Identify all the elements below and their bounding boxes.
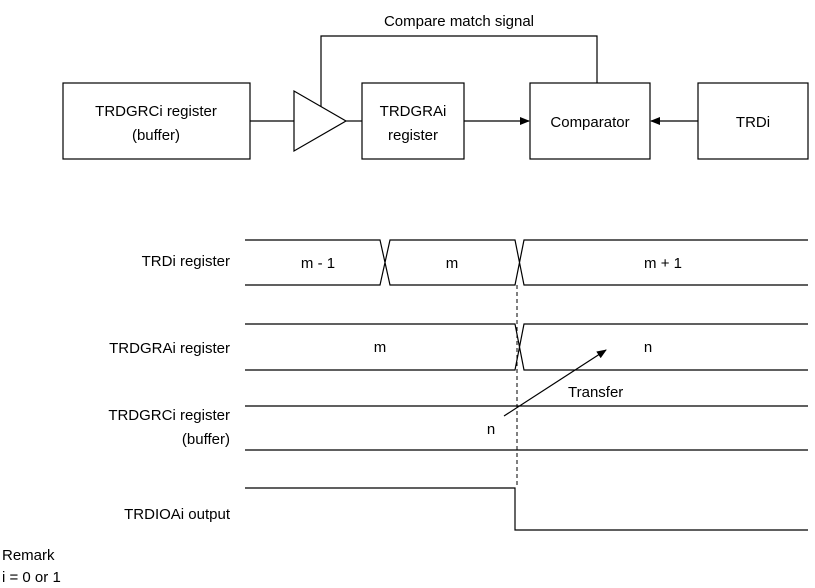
- timing-diagram: TRDi register m - 1 m m + 1 TRDGRAi regi…: [108, 239, 808, 531]
- comparator-box: [529, 82, 651, 160]
- remark-text: i = 0 or 1: [2, 569, 61, 586]
- trdgrai-box-line2: register: [388, 127, 438, 144]
- block-diagram: Compare match signal TRDGRCi register (b…: [62, 13, 809, 160]
- transfer-label: Transfer: [568, 384, 623, 401]
- trdgrai-register-bus: [245, 323, 808, 371]
- trdgrci-register-label-line1: TRDGRCi register: [108, 407, 230, 424]
- trdgrci-register-label-line2: (buffer): [182, 431, 230, 448]
- buffer-amplifier: [293, 89, 348, 153]
- trdgrci-value: n: [487, 421, 495, 438]
- trdgrai-box: [361, 82, 465, 160]
- transfer-arrow: [503, 349, 607, 417]
- trdi-value-3: m + 1: [644, 255, 682, 272]
- compare-match-signal-label: Compare match signal: [384, 13, 534, 30]
- trdgrci-box-line2: (buffer): [132, 127, 180, 144]
- trdi-value-1: m - 1: [301, 255, 335, 272]
- trdgrai-value-1: m: [374, 339, 387, 356]
- comparator-label: Comparator: [550, 114, 629, 131]
- trdi-box-label: TRDi: [736, 114, 770, 131]
- trdgrai-box-line1: TRDGRAi: [380, 103, 447, 120]
- trdioai-output-waveform: [245, 487, 808, 531]
- trdgrai-register-label: TRDGRAi register: [109, 340, 230, 357]
- trdioai-output-label: TRDIOAi output: [124, 506, 231, 523]
- remark-title: Remark: [2, 547, 55, 564]
- trdgrci-box-line1: TRDGRCi register: [95, 103, 217, 120]
- trdi-register-bus: [245, 239, 808, 286]
- compare-match-line: [320, 35, 598, 112]
- trdi-register-label: TRDi register: [142, 253, 230, 270]
- trdi-box: [697, 82, 809, 160]
- trdi-value-2: m: [446, 255, 459, 272]
- trdgrci-box: [62, 82, 251, 160]
- trdgrai-value-2: n: [644, 339, 652, 356]
